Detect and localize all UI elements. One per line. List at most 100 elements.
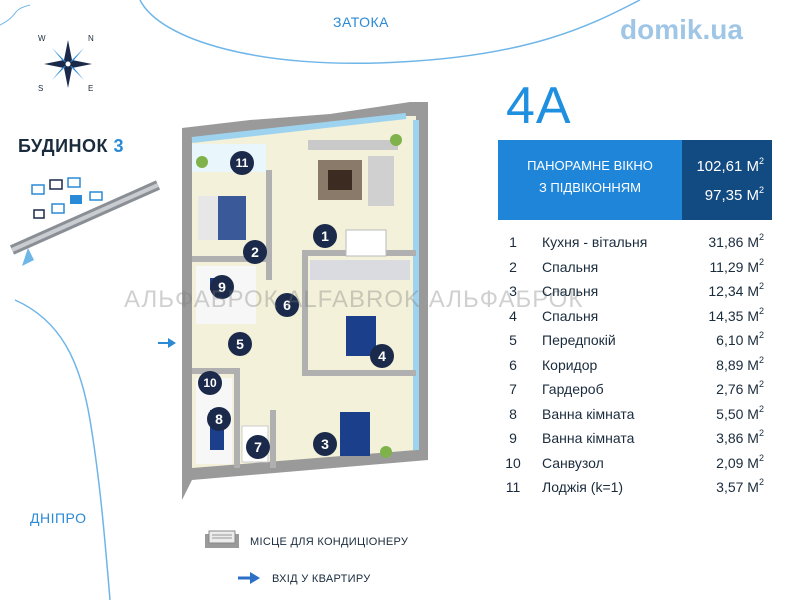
room-name: Передпокій — [542, 332, 616, 348]
room-number: 8 — [509, 405, 517, 422]
legend-entry-arrow-icon — [238, 572, 260, 584]
air-conditioner-icon — [205, 530, 239, 548]
room-area-value: 14,35 М — [708, 307, 759, 324]
room-row: 8 Ванна кімната 5,50 М2 — [500, 403, 770, 426]
plan-marker-6: 6 — [275, 293, 299, 317]
plan-marker-8: 8 — [207, 407, 231, 431]
room-name: Коридор — [542, 356, 598, 373]
room-name: Спальня — [542, 307, 599, 324]
room-area-unit: 2 — [758, 281, 764, 291]
room-name: Спальня — [542, 283, 599, 299]
watermark-text: АЛЬФАБРОК ALFABROK АЛЬФАБРОК — [124, 286, 584, 313]
top-water-label: ЗАТОКА — [333, 14, 390, 30]
room-area-unit: 2 — [758, 379, 764, 389]
room-area-value: 5,50 М — [716, 405, 759, 422]
room-name: Ванна кімната — [542, 430, 635, 446]
room-area: 12,34 М2 — [708, 281, 764, 299]
room-row: 9 Ванна кімната 3,86 М2 — [500, 428, 770, 450]
plan-marker-4: 4 — [370, 344, 394, 368]
area-living-unit: 2 — [758, 185, 764, 195]
room-area-unit: 2 — [758, 428, 764, 438]
left-water-label: ДНІПРО — [30, 510, 87, 526]
room-area: 2,09 М2 — [716, 452, 764, 471]
panorama-area-living: 97,35 М2 — [704, 185, 764, 204]
room-area: 3,86 М2 — [716, 428, 764, 446]
panorama-panel: ПАНОРАМНЕ ВІКНО З ПІДВІКОННЯМ 102,61 М2 … — [498, 140, 772, 220]
panorama-title: ПАНОРАМНЕ ВІКНО З ПІДВІКОННЯМ — [498, 155, 682, 199]
site-minimap — [10, 177, 160, 266]
compass-s: S — [38, 84, 44, 93]
area-total-value: 102,61 М — [696, 158, 759, 175]
room-row: 6 Коридор 8,89 М2 — [500, 354, 770, 377]
room-area-unit: 2 — [758, 452, 764, 463]
legend-ac-label: МІСЦЕ ДЛЯ КОНДИЦІОНЕРУ — [250, 536, 409, 548]
building-label: БУДИНОК 3 — [18, 136, 124, 157]
panorama-area-box — [682, 140, 772, 220]
room-area: 14,35 М2 — [708, 306, 764, 324]
room-row: 5 Передпокій 6,10 М2 — [500, 330, 770, 352]
compass-icon — [44, 40, 92, 88]
room-row: 11 Лоджія (k=1) 3,57 М2 — [500, 477, 770, 499]
room-area-value: 8,89 М — [716, 356, 759, 373]
panorama-area-total: 102,61 М2 — [696, 156, 764, 175]
room-name: Кухня - вітальня — [542, 234, 648, 250]
room-area-value: 11,29 М — [709, 258, 759, 275]
room-area-value: 2,09 М — [716, 454, 759, 471]
room-area-unit: 2 — [758, 477, 764, 487]
room-number: 2 — [509, 258, 517, 275]
room-area-unit: 2 — [758, 330, 764, 340]
plan-marker-7: 7 — [246, 435, 270, 459]
room-area-value: 12,34 М — [708, 283, 759, 299]
room-number: 1 — [509, 234, 517, 250]
room-area-unit: 2 — [758, 354, 764, 365]
room-area: 3,57 М2 — [716, 477, 764, 495]
plan-marker-1: 1 — [313, 224, 337, 248]
compass-w: W — [38, 34, 46, 43]
floor-plan — [182, 102, 428, 500]
room-area-value: 3,57 М — [716, 479, 759, 495]
room-area-value: 2,76 М — [716, 381, 759, 397]
room-area-value: 31,86 М — [708, 234, 759, 250]
room-row: 2 Спальня 11,29 М2 — [500, 257, 770, 279]
room-area: 11,29 М2 — [709, 257, 764, 275]
plan-marker-3: 3 — [313, 432, 337, 456]
plan-marker-9: 9 — [210, 275, 234, 299]
compass-n: N — [88, 34, 94, 43]
room-row: 4 Спальня 14,35 М2 — [500, 306, 770, 328]
compass-e: E — [88, 84, 94, 93]
room-number: 4 — [509, 307, 517, 324]
room-number: 11 — [505, 479, 521, 495]
room-area-value: 3,86 М — [716, 430, 759, 446]
room-number: 7 — [509, 381, 517, 397]
room-name: Ванна кімната — [542, 405, 635, 422]
room-number: 9 — [509, 430, 517, 446]
room-area: 2,76 М2 — [716, 379, 764, 397]
room-name: Спальня — [542, 258, 599, 275]
room-number: 10 — [505, 454, 521, 471]
room-area: 31,86 М2 — [708, 232, 764, 250]
room-name: Лоджія (k=1) — [542, 479, 624, 495]
area-total-unit: 2 — [758, 156, 764, 166]
area-living-value: 97,35 М — [704, 187, 759, 204]
plan-marker-11: 11 — [230, 151, 254, 175]
plan-marker-10: 10 — [198, 371, 222, 395]
panorama-title-line1: ПАНОРАМНЕ ВІКНО — [527, 158, 653, 173]
building-number: 3 — [113, 136, 125, 156]
room-number: 3 — [509, 283, 517, 299]
site-logo: domik.ua — [620, 14, 743, 45]
room-number: 5 — [509, 332, 517, 348]
plan-marker-5: 5 — [228, 332, 252, 356]
building-label-text: БУДИНОК — [18, 136, 109, 156]
room-area: 6,10 М2 — [716, 330, 764, 348]
room-row: 3 Спальня 12,34 М2 — [500, 281, 770, 303]
room-area: 8,89 М2 — [716, 354, 764, 373]
room-area-value: 6,10 М — [716, 332, 759, 348]
room-number: 6 — [509, 356, 517, 373]
room-area-unit: 2 — [758, 403, 764, 414]
panorama-title-line2: З ПІДВІКОННЯМ — [538, 180, 642, 195]
room-area-unit: 2 — [758, 232, 764, 242]
apartment-code: 4A — [506, 77, 572, 135]
entry-arrow-icon — [158, 338, 176, 348]
